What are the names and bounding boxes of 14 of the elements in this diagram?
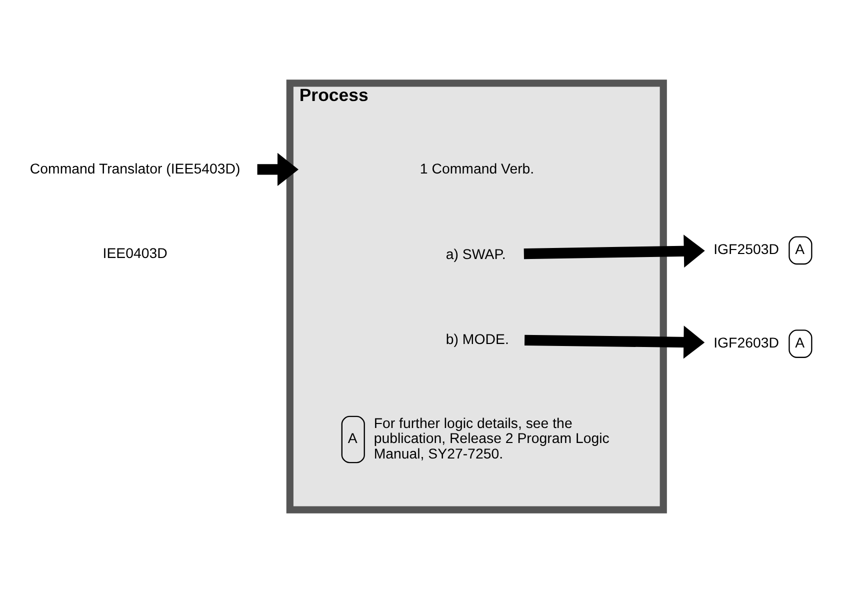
node-text: Command Translator (IEE5403D) <box>30 161 240 178</box>
node-text: 1 Command Verb. <box>420 161 534 178</box>
node-label: IGF2503D <box>714 242 779 258</box>
arrow <box>524 234 705 268</box>
node-text: b) MODE. <box>446 331 509 348</box>
node-box: A <box>788 236 812 264</box>
node-label: IGF2603D <box>714 334 779 351</box>
node-label: For further logic details, see the publication, Release 2 Program Logic Manual, SY27-7250. <box>374 415 610 462</box>
node-box: A <box>341 415 365 463</box>
arrow <box>257 152 298 186</box>
node-box: A <box>788 329 812 358</box>
label: IEE0403D <box>102 246 168 262</box>
node-text: a) SWAP. <box>446 246 506 262</box>
arrow <box>524 325 705 358</box>
